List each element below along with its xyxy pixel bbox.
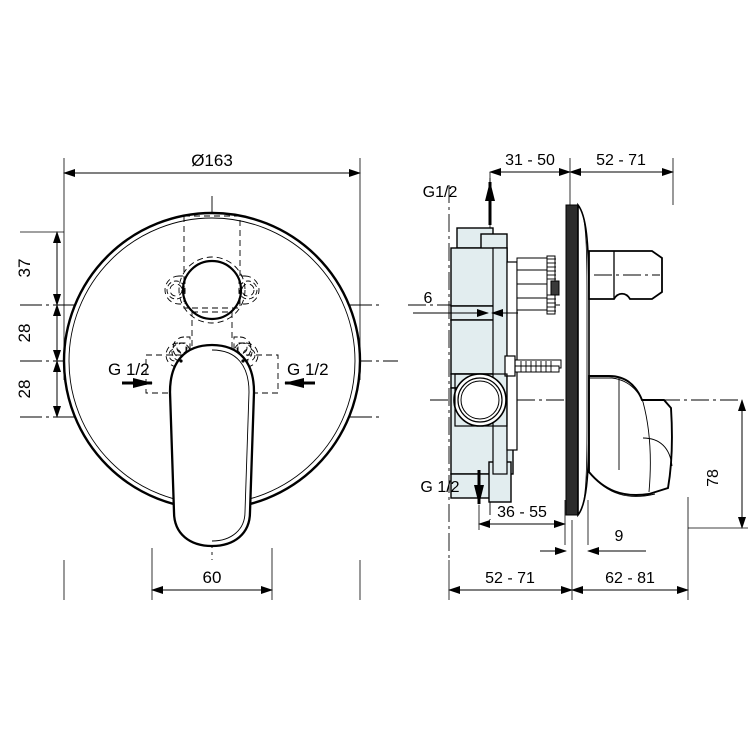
upper-outlet-body bbox=[588, 250, 663, 300]
front-port-left: G 1/2 bbox=[108, 360, 153, 388]
dim-28-upper-label: 28 bbox=[15, 324, 34, 343]
dimension-28-lower: 28 bbox=[15, 360, 61, 418]
dimension-37: 37 bbox=[15, 231, 64, 306]
dim-52-71-bottom-label: 52 - 71 bbox=[485, 570, 535, 587]
dimension-36-55: 36 - 55 bbox=[478, 504, 566, 528]
escutcheon-plate bbox=[565, 202, 590, 518]
dim-6-label: 6 bbox=[424, 290, 433, 307]
dim-78-label: 78 bbox=[705, 469, 722, 487]
side-inlet-bottom-label: G 1/2 bbox=[420, 479, 459, 496]
dim-37-label: 37 bbox=[15, 259, 34, 278]
dimension-62-81: 62 - 81 bbox=[571, 570, 689, 594]
lever-handle-side bbox=[588, 375, 673, 497]
dimension-52-71-bottom: 52 - 71 bbox=[448, 570, 573, 594]
diameter-label: Ø163 bbox=[191, 151, 233, 170]
dim-28-lower-label: 28 bbox=[15, 380, 34, 399]
dim-60-label: 60 bbox=[203, 568, 222, 587]
front-port-right: G 1/2 bbox=[284, 360, 329, 388]
front-view: Ø163 37 28 28 bbox=[15, 151, 398, 600]
dim-31-50-label: 31 - 50 bbox=[505, 152, 555, 169]
spindle-screw-detail bbox=[504, 355, 562, 377]
dimension-9: 9 bbox=[540, 528, 646, 555]
outlet-port-circle bbox=[453, 373, 508, 427]
front-port-left-label: G 1/2 bbox=[108, 360, 150, 379]
lever-handle-front bbox=[168, 343, 256, 548]
dim-9-label: 9 bbox=[615, 528, 624, 545]
dimension-diameter-163: Ø163 bbox=[63, 151, 361, 177]
dim-52-71-top-label: 52 - 71 bbox=[596, 152, 646, 169]
dimension-52-71-top: 52 - 71 bbox=[569, 152, 674, 176]
dim-36-55-label: 36 - 55 bbox=[497, 504, 547, 521]
side-inlet-bottom: G 1/2 bbox=[420, 470, 484, 505]
dimension-31-50: 31 - 50 bbox=[489, 152, 571, 176]
dimension-6: 6 bbox=[413, 290, 518, 317]
lever-dot-right bbox=[241, 359, 245, 363]
dim-62-81-label: 62 - 81 bbox=[605, 570, 655, 587]
dimension-78: 78 bbox=[688, 399, 748, 529]
side-inlet-top: G1/2 bbox=[423, 181, 495, 225]
central-bore-circle bbox=[181, 259, 243, 321]
dimension-28-upper: 28 bbox=[15, 304, 61, 362]
dimension-60: 60 bbox=[151, 568, 273, 594]
cartridge-assembly bbox=[516, 255, 560, 315]
lever-dot-left bbox=[179, 359, 183, 363]
front-port-right-label: G 1/2 bbox=[287, 360, 329, 379]
side-inlet-top-label: G1/2 bbox=[423, 184, 458, 201]
side-section-view: 31 - 50 52 - 71 bbox=[408, 152, 748, 600]
